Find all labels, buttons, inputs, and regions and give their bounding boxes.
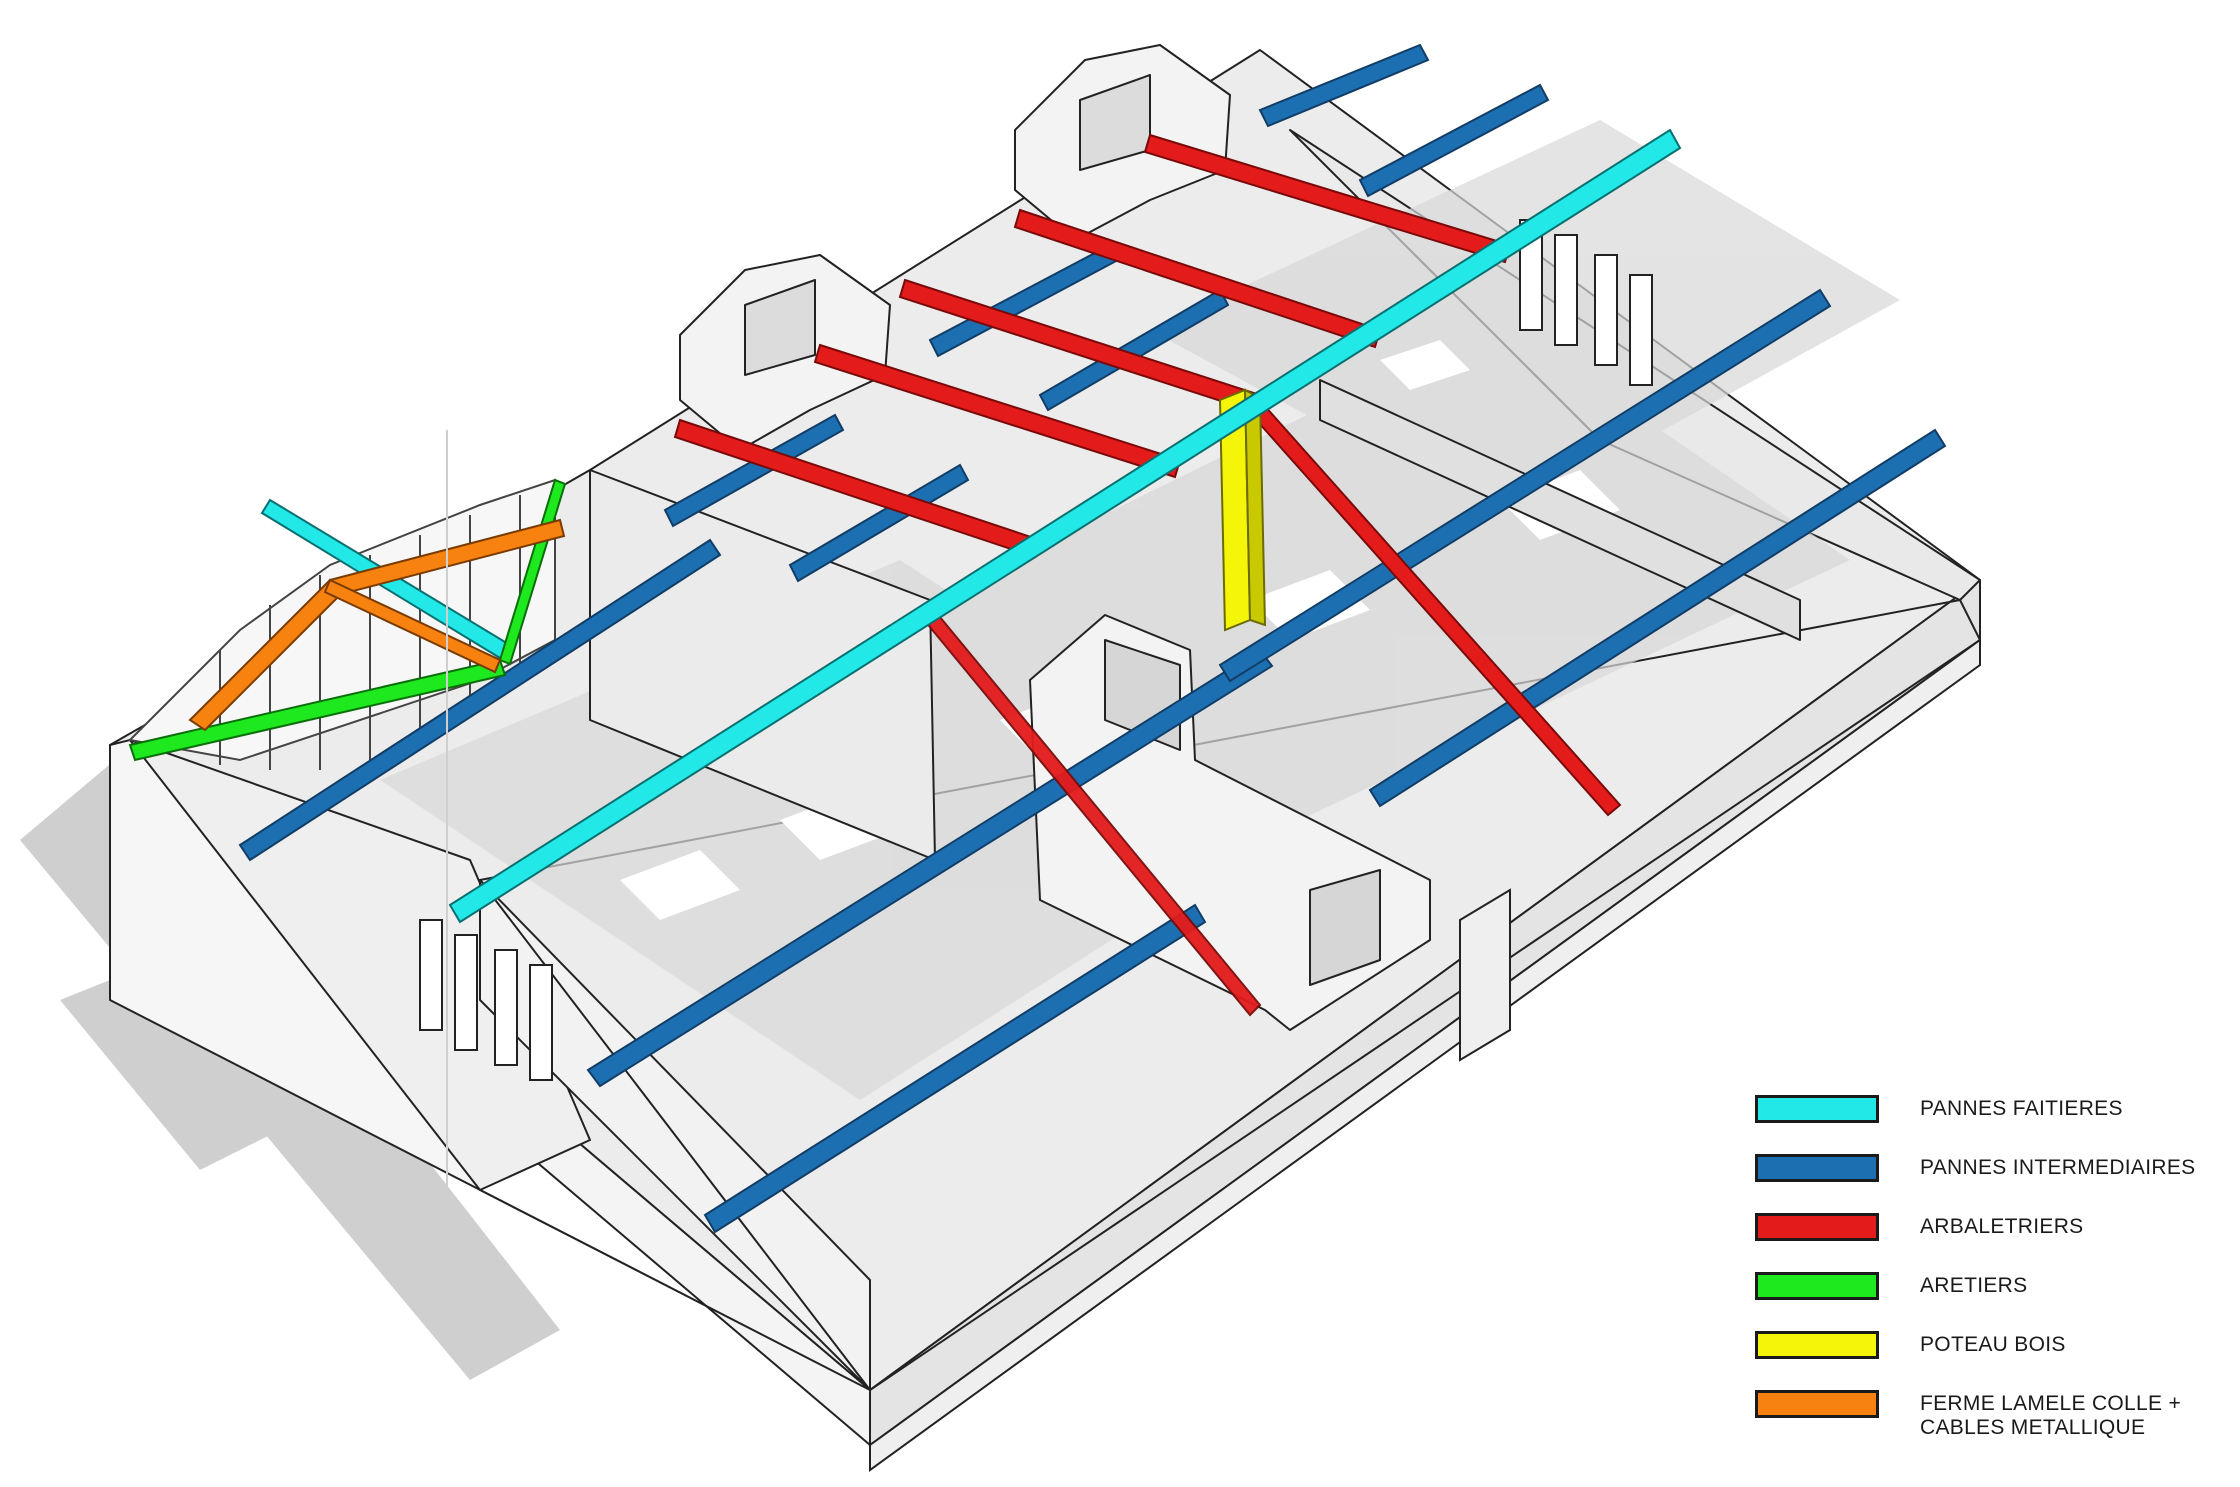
legend-item-arbaletriers: ARBALETRIERS — [1755, 1213, 2225, 1253]
legend-label: PANNES FAITIERES — [1920, 1097, 2123, 1120]
legend-label: ARETIERS — [1920, 1274, 2028, 1297]
legend-item-pannes-intermediaires: PANNES INTERMEDIAIRES — [1755, 1154, 2225, 1194]
legend-swatch — [1755, 1331, 1879, 1359]
legend-swatch — [1755, 1154, 1879, 1182]
legend-item-ferme-lamele-colle: FERME LAMELE COLLE + CABLES METALLIQUE — [1755, 1390, 2225, 1439]
legend-label: ARBALETRIERS — [1920, 1215, 2084, 1238]
legend-swatch — [1755, 1095, 1879, 1123]
plinth — [869, 638, 1981, 1472]
gable-windows — [419, 219, 1653, 1081]
legend-swatch — [1755, 1213, 1879, 1241]
legend-label: PANNES INTERMEDIAIRES — [1920, 1156, 2196, 1179]
poteau-bois — [1218, 388, 1267, 632]
legend-label: FERME LAMELE COLLE + CABLES METALLIQUE — [1920, 1392, 2182, 1439]
legend-swatch — [1755, 1272, 1879, 1300]
legend-label: POTEAU BOIS — [1920, 1333, 2066, 1356]
arbaletriers — [673, 133, 1622, 1017]
legend-item-pannes-faitieres: PANNES FAITIERES — [1755, 1095, 2225, 1135]
legend-item-poteau-bois: POTEAU BOIS — [1755, 1331, 2225, 1371]
legend-item-aretiers: ARETIERS — [1755, 1272, 2225, 1312]
pannes-intermediaires — [238, 43, 1947, 1234]
legend-swatch — [1755, 1390, 1879, 1418]
